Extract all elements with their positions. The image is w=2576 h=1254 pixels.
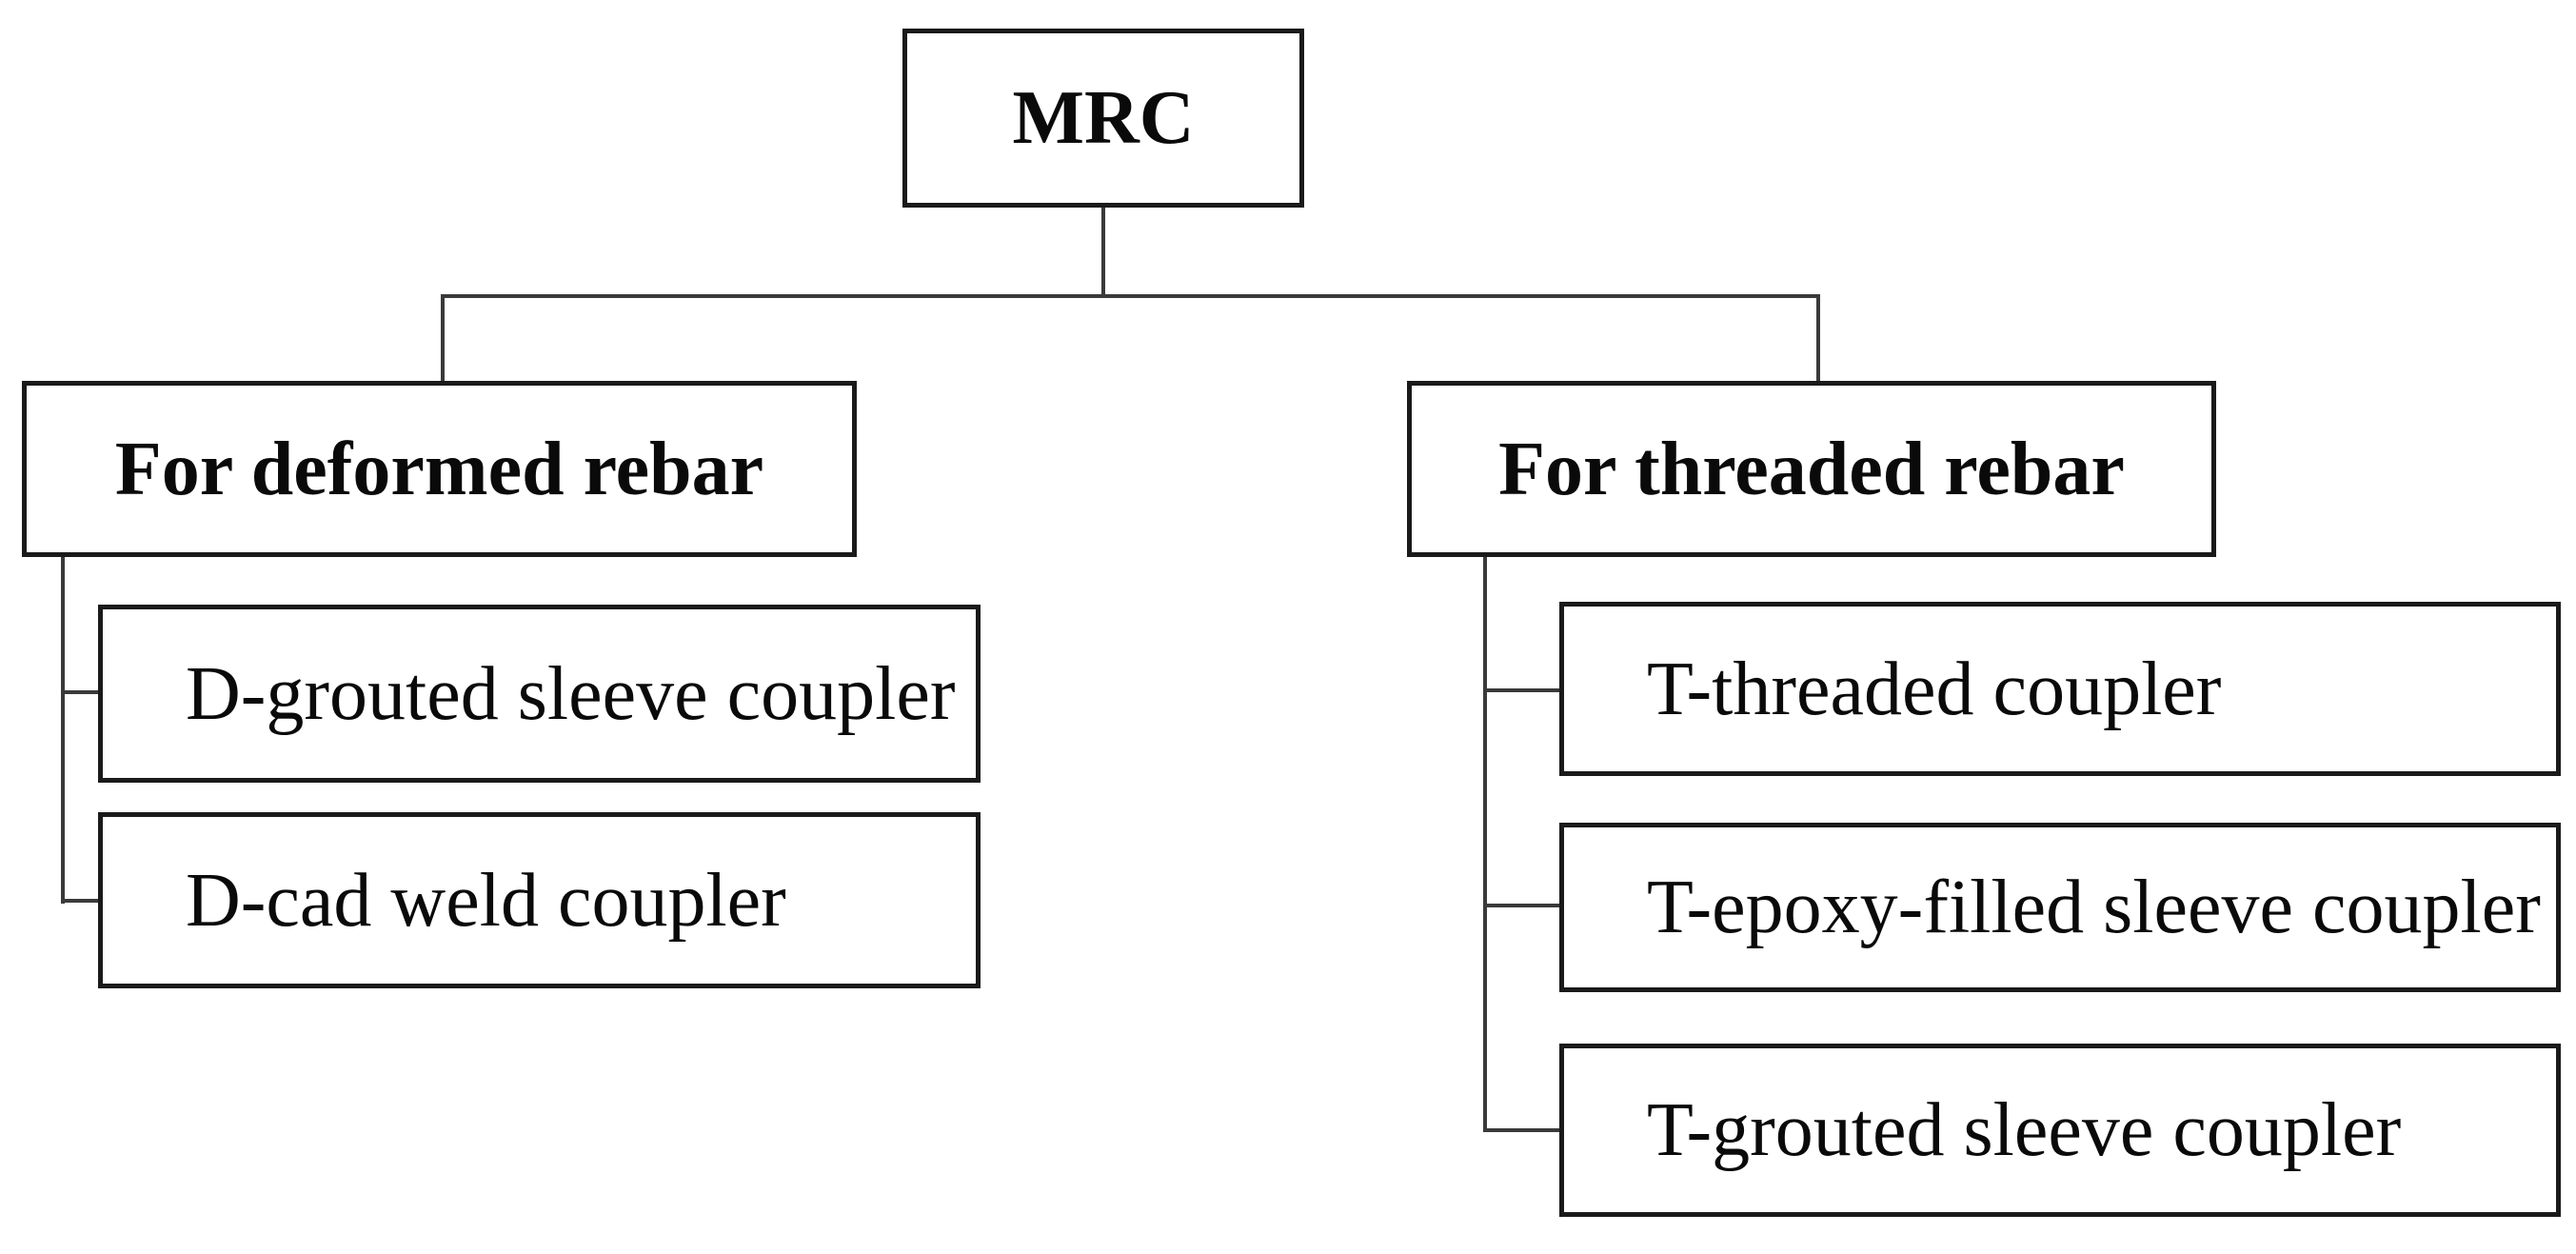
node-d-cad-weld-coupler: D-cad weld coupler (98, 812, 981, 988)
node-for-threaded-rebar-label: For threaded rebar (1498, 427, 2125, 511)
connector-right-branch-drop (1816, 294, 1820, 385)
node-mrc-label: MRC (1012, 76, 1195, 160)
node-for-deformed-rebar: For deformed rebar (22, 381, 857, 557)
node-t-threaded-coupler-label: T-threaded coupler (1647, 647, 2222, 731)
node-t-threaded-coupler: T-threaded coupler (1559, 602, 2561, 776)
node-t-epoxy-filled-sleeve-coupler-label: T-epoxy-filled sleeve coupler (1647, 866, 2541, 949)
connector-deformed-stub-2 (61, 899, 103, 903)
node-for-deformed-rebar-label: For deformed rebar (114, 427, 764, 511)
connector-threaded-rail (1483, 555, 1487, 1132)
connector-threaded-stub-1 (1483, 688, 1564, 692)
node-d-grouted-sleeve-coupler-label: D-grouted sleeve coupler (186, 651, 956, 736)
connector-main-horizontal (441, 294, 1820, 298)
connector-threaded-stub-2 (1483, 904, 1564, 907)
node-t-grouted-sleeve-coupler-label: T-grouted sleeve coupler (1647, 1088, 2402, 1172)
node-t-grouted-sleeve-coupler: T-grouted sleeve coupler (1559, 1044, 2561, 1217)
node-d-grouted-sleeve-coupler: D-grouted sleeve coupler (98, 605, 981, 783)
connector-threaded-stub-3 (1483, 1128, 1564, 1132)
connector-deformed-rail (61, 555, 65, 904)
node-mrc: MRC (902, 29, 1304, 208)
node-for-threaded-rebar: For threaded rebar (1407, 381, 2216, 557)
connector-deformed-stub-1 (61, 690, 103, 694)
node-d-cad-weld-coupler-label: D-cad weld coupler (186, 858, 786, 943)
node-t-epoxy-filled-sleeve-coupler: T-epoxy-filled sleeve coupler (1559, 823, 2561, 992)
connector-root-stem (1101, 206, 1105, 297)
connector-left-branch-drop (441, 294, 445, 385)
